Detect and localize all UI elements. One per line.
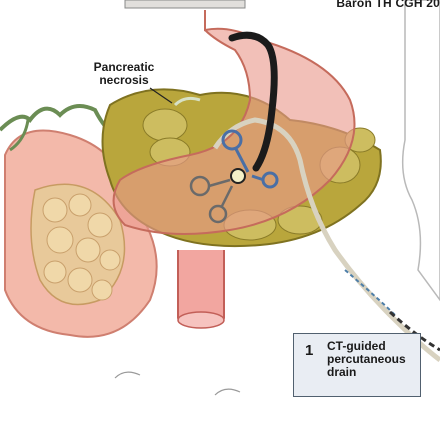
body-wall xyxy=(403,0,440,300)
pancreatic-necrosis-label: Pancreatic necrosis xyxy=(78,61,170,87)
step-callout-box: 1 CT-guided percutaneous drain xyxy=(293,333,421,397)
endoscope-tip xyxy=(231,169,245,183)
sketch-line xyxy=(215,389,240,395)
top-bar xyxy=(125,0,245,8)
step-description: CT-guided percutaneous drain xyxy=(327,340,419,379)
step-number: 1 xyxy=(305,342,313,359)
sketch-line xyxy=(115,372,140,378)
aorta-cut xyxy=(178,312,224,328)
source-credit: Baron TH CGH 20 xyxy=(336,0,440,10)
